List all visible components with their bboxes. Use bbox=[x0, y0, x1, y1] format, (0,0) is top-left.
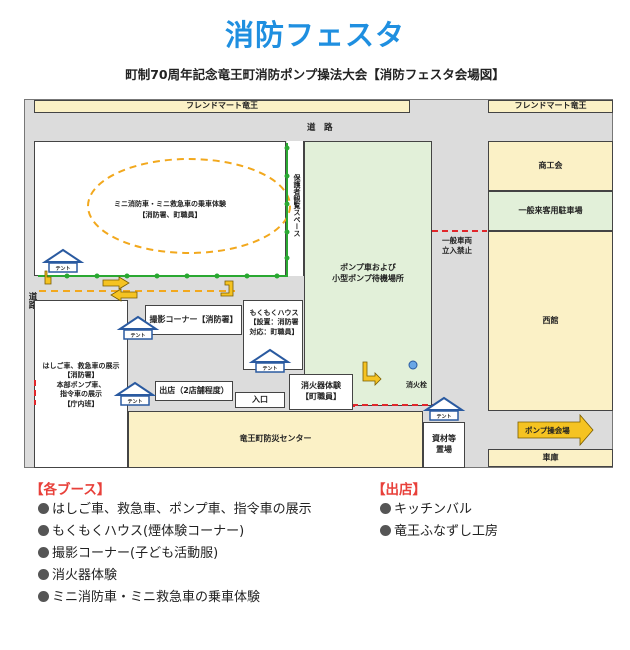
stalls: 出店（2店舗程度） bbox=[155, 381, 233, 401]
shop-item-label: キッチンバル bbox=[394, 502, 473, 517]
to-pump-venue-label: ポンプ操会場 bbox=[525, 426, 570, 435]
ride-experience-label: ミニ消防車・ミニ救急車の乗車体験 【消防署、町職員】 bbox=[114, 200, 226, 219]
hydrant-marker bbox=[408, 360, 418, 370]
booth-item-label: 撮影コーナー(子ども活動服) bbox=[52, 546, 219, 561]
shops-list: キッチンバル 竜王ふなずし工房 bbox=[380, 503, 498, 547]
bullet-icon bbox=[380, 525, 391, 536]
map-overlay: テント テント テント テント テント bbox=[34, 143, 594, 447]
booth-item-label: もくもくハウス(煙体験コーナー) bbox=[52, 524, 245, 539]
shop-item: キッチンバル bbox=[380, 503, 498, 525]
parking: 一般来客用駐車場 bbox=[488, 191, 613, 231]
extinguisher-area: 消火器体験 【町職員】 bbox=[289, 374, 353, 410]
booth-item-label: はしご車、救急車、ポンプ車、指令車の展示 bbox=[52, 502, 312, 517]
disaster-center: 竜王町防災センター bbox=[128, 411, 423, 468]
booth-item: 撮影コーナー(子ども活動服) bbox=[38, 547, 312, 569]
tent-label: テント bbox=[436, 414, 451, 420]
shop-item-label: 竜王ふなずし工房 bbox=[394, 524, 499, 539]
road-left-label: 道路 bbox=[27, 292, 37, 309]
road-top-label: 道 路 bbox=[307, 123, 333, 133]
booth-item-label: 消火器体験 bbox=[52, 568, 118, 583]
vehicle-display-label: はしご車、救急車の展示 【消防署】 本部ポンプ車、 指令車の展示 【庁内班】 bbox=[42, 362, 120, 408]
guardian-space-label: 保護者観覧スペース bbox=[293, 174, 301, 237]
photo-corner: 撮影コーナー【消防署】 bbox=[145, 305, 242, 335]
store-right: フレンドマート竜王 bbox=[488, 100, 613, 113]
mokumoku-house-label: もくもくハウス 【設置：消防署 対応：町職員】 bbox=[249, 309, 299, 336]
no-entry-label: 一般車両 立入禁止 bbox=[442, 236, 472, 255]
tent-labels: テント テント テント テント テント bbox=[55, 266, 451, 420]
vehicle-display-area bbox=[34, 300, 128, 468]
tents bbox=[41, 248, 466, 421]
garage: 車庫 bbox=[488, 449, 613, 467]
venue-map: フレンドマート竜王 フレンドマート竜王 道 路 道路 ミニ消防車・ミニ救急車の乗… bbox=[24, 99, 613, 468]
bullet-icon bbox=[380, 503, 391, 514]
entrance: 入口 bbox=[235, 392, 285, 408]
equipment-storage: 資材等 置場 bbox=[423, 422, 465, 468]
shop-item: 竜王ふなずし工房 bbox=[380, 525, 498, 547]
booths-list: はしご車、救急車、ポンプ車、指令車の展示 もくもくハウス(煙体験コーナー) 撮影… bbox=[38, 503, 312, 613]
guardian-boundary bbox=[38, 143, 288, 277]
page-title: 消防フェスタ bbox=[224, 18, 405, 52]
store-left: フレンドマート竜王 bbox=[34, 100, 410, 113]
guardian-boundary-dots bbox=[64, 145, 290, 279]
page-subtitle: 町制70周年記念竜王町消防ポンプ操法大会【消防フェスタ会場図】 bbox=[125, 67, 505, 82]
shokokai: 商工会 bbox=[488, 141, 613, 191]
tent-label: テント bbox=[130, 333, 145, 339]
traffic-arrows bbox=[44, 270, 594, 447]
booth-item: 消火器体験 bbox=[38, 569, 312, 591]
to-pump-venue-arrow bbox=[517, 413, 594, 447]
booths-heading: 【各ブース】 bbox=[30, 482, 111, 498]
tent-label: テント bbox=[55, 266, 70, 272]
tent-label: テント bbox=[127, 399, 142, 405]
booth-item: はしご車、救急車、ポンプ車、指令車の展示 bbox=[38, 503, 312, 525]
bullet-icon bbox=[38, 547, 49, 558]
bullet-icon bbox=[38, 569, 49, 580]
bullet-icon bbox=[38, 591, 49, 602]
tent-label: テント bbox=[262, 366, 277, 372]
hydrant-label: 消火栓 bbox=[406, 381, 427, 389]
booth-item: ミニ消防車・ミニ救急車の乗車体験 bbox=[38, 591, 312, 613]
booth-item-label: ミニ消防車・ミニ救急車の乗車体験 bbox=[52, 590, 261, 605]
bullet-icon bbox=[38, 525, 49, 536]
booth-item: もくもくハウス(煙体験コーナー) bbox=[38, 525, 312, 547]
shops-heading: 【出店】 bbox=[372, 482, 426, 498]
guardian-space bbox=[287, 141, 304, 276]
seikan: 西館 bbox=[488, 231, 613, 411]
bullet-icon bbox=[38, 503, 49, 514]
ride-experience-oval bbox=[87, 158, 291, 254]
